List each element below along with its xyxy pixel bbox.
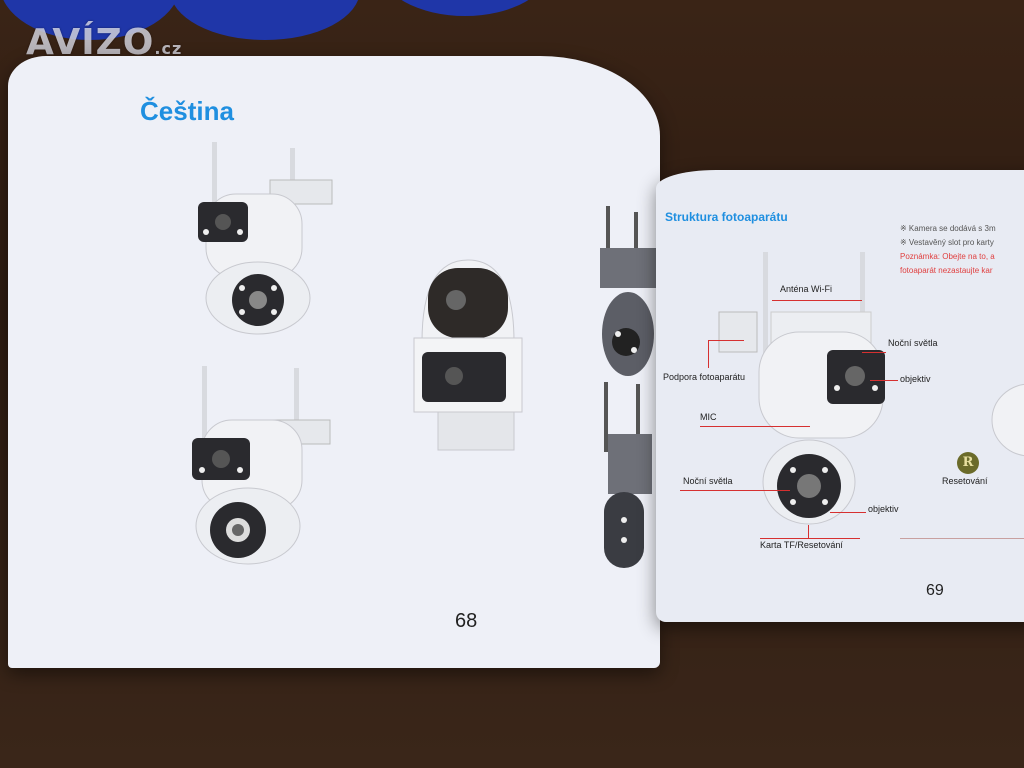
callout-line [870,380,898,381]
reset-badge-icon: R [957,452,979,474]
camera-image [198,142,333,335]
page-title: Čeština [140,96,234,126]
callout-line [760,538,860,539]
callout-line [862,352,886,353]
manual-left-page [8,56,660,668]
note-line: ※ Kamera se dodává s 3m [900,224,996,233]
warning-line: Poznámka: Obejte na to, a [900,252,995,261]
warning-line: fotoaparát nezastaujte kar [900,266,993,275]
label-lens: objektiv [868,504,899,514]
camera-diagram [718,252,885,525]
label-reset: Resetování [942,476,988,486]
page-number-left: 68 [455,610,478,632]
page-number-right: 69 [926,582,944,599]
callout-line [700,426,810,427]
label-lens: objektiv [900,374,931,384]
camera-image [600,206,656,376]
label-mic: MIC [700,412,717,422]
callout-line [830,512,866,513]
callout-line [808,525,809,538]
camera-image [192,366,331,565]
blue-cloth [170,0,360,40]
label-mount: Podpora fotoaparátu [663,372,746,382]
callout-line [900,538,1024,539]
label-night-lights: Noční světla [888,338,938,348]
blue-cloth [380,0,550,16]
callout-line [680,490,790,491]
callout-line [708,340,744,341]
camera-image [413,259,523,451]
camera-diagram [991,383,1024,457]
label-night-lights: Noční světla [683,476,733,486]
callout-line [708,340,709,368]
label-card-reset: Karta TF/Resetování [760,540,843,550]
section-heading: Struktura fotoaparátu [665,210,788,224]
callout-line [772,300,862,301]
note-line: ※ Vestavěný slot pro karty [900,238,994,247]
camera-image [604,382,652,568]
label-antenna: Anténa Wi-Fi [780,284,833,294]
